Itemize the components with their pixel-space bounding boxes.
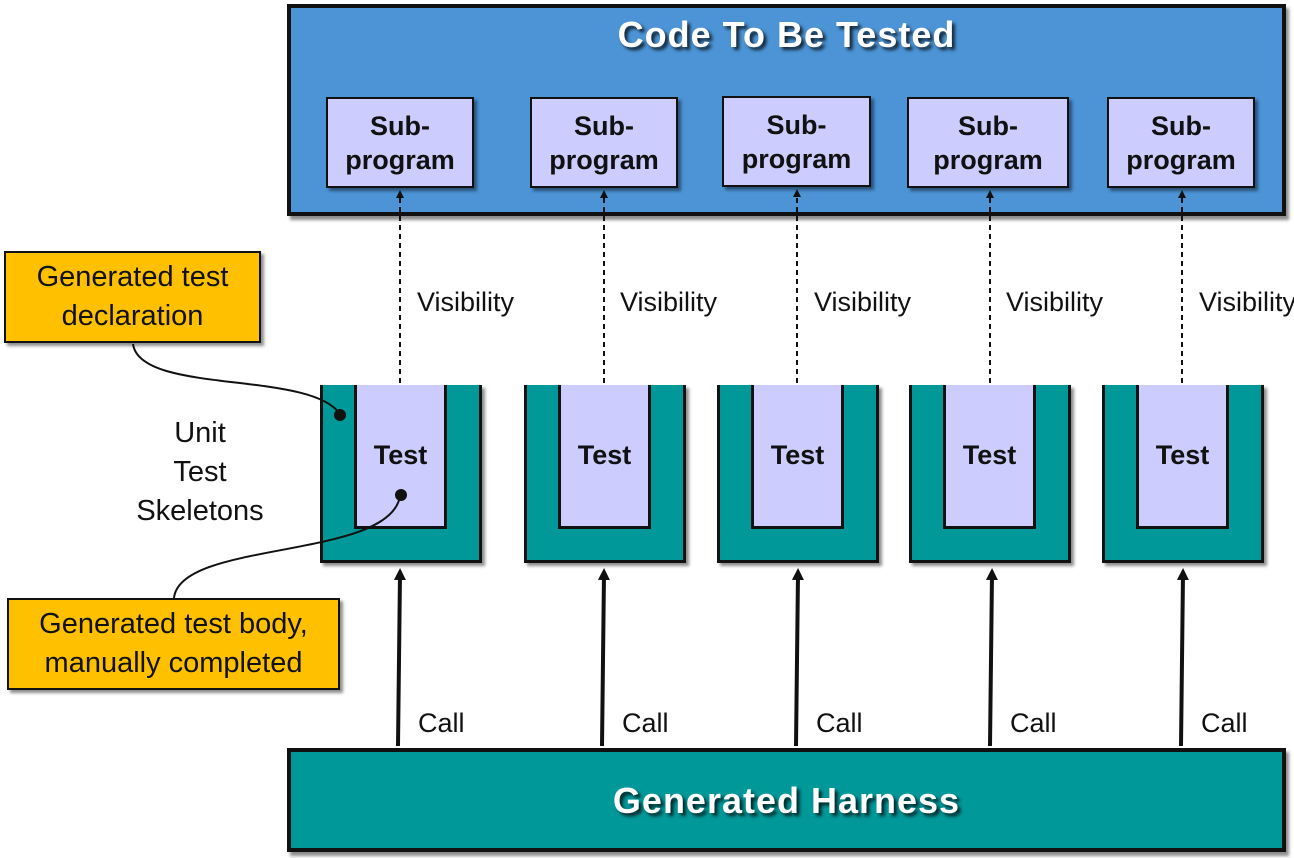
declaration-callout-connector [132, 343, 341, 415]
subprogram-label-line1: Sub- [370, 110, 430, 141]
subprogram-label-line1: Sub- [766, 109, 827, 140]
test-body-callout: Generated test body, manually completed [7, 598, 340, 690]
generated-harness-box [287, 748, 1286, 852]
skeletons-label-line3: Skeletons [136, 495, 264, 527]
test-label: Test [962, 440, 1017, 470]
body-callout-connector [173, 495, 401, 599]
test-body-3: Test [751, 385, 844, 529]
subprogram-label-line2: program [933, 144, 1043, 175]
call-arrow-2 [597, 568, 610, 747]
code-to-be-tested-title: Code To Be Tested [617, 14, 956, 55]
call-arrow-5 [1176, 568, 1189, 747]
declaration-callout-line1: Generated test [36, 261, 229, 293]
body-callout-line2: manually completed [44, 647, 303, 679]
visibility-label-3: Visibility [814, 287, 912, 317]
subprogram-label-line2: program [1126, 144, 1236, 175]
call-arrow-3 [791, 568, 804, 747]
visibility-label-5: Visibility [1199, 287, 1294, 317]
subprogram-box-2: Sub-program [530, 97, 678, 188]
visibility-label-4: Visibility [1006, 287, 1104, 317]
subprogram-label-line2: program [741, 143, 852, 174]
body-connector-dot [395, 489, 407, 501]
subprogram-box-1: Sub-program [326, 97, 474, 188]
unit-test-skeletons-label: Unit Test Skeletons [118, 414, 282, 531]
subprogram-label-line1: Sub- [958, 110, 1018, 141]
visibility-label-2: Visibility [620, 287, 718, 317]
test-label: Test [1155, 440, 1210, 470]
test-body-5: Test [1136, 385, 1229, 529]
subprogram-box-3: Sub-program [722, 96, 871, 187]
call-label-2: Call [622, 708, 669, 738]
generated-harness-title: Generated Harness [612, 780, 961, 821]
call-label-1: Call [418, 708, 465, 738]
subprogram-label-line1: Sub- [574, 110, 634, 141]
call-label-4: Call [1010, 708, 1057, 738]
visibility-label-1: Visibility [417, 287, 515, 317]
call-label-3: Call [816, 708, 863, 738]
subprogram-label-line1: Sub- [1151, 110, 1211, 141]
subprogram-label-line2: program [345, 144, 455, 175]
call-arrow-4 [985, 568, 998, 747]
body-callout-line1: Generated test body, [39, 608, 308, 640]
test-declaration-callout: Generated test declaration [4, 251, 261, 343]
test-body-2: Test [558, 385, 651, 529]
test-body-1: Test [354, 385, 447, 529]
test-label: Test [770, 440, 825, 470]
declaration-connector-dot [334, 409, 346, 421]
subprogram-box-4: Sub-program [907, 97, 1069, 188]
skeletons-label-line2: Test [173, 456, 227, 488]
subprogram-box-5: Sub-program [1107, 97, 1255, 188]
test-label: Test [373, 440, 428, 470]
test-body-4: Test [943, 385, 1036, 529]
call-label-5: Call [1201, 708, 1248, 738]
subprogram-label-line2: program [549, 144, 659, 175]
test-label: Test [577, 440, 632, 470]
declaration-callout-line2: declaration [61, 300, 204, 332]
call-arrow-1 [393, 568, 406, 747]
skeletons-label-line1: Unit [174, 417, 226, 449]
